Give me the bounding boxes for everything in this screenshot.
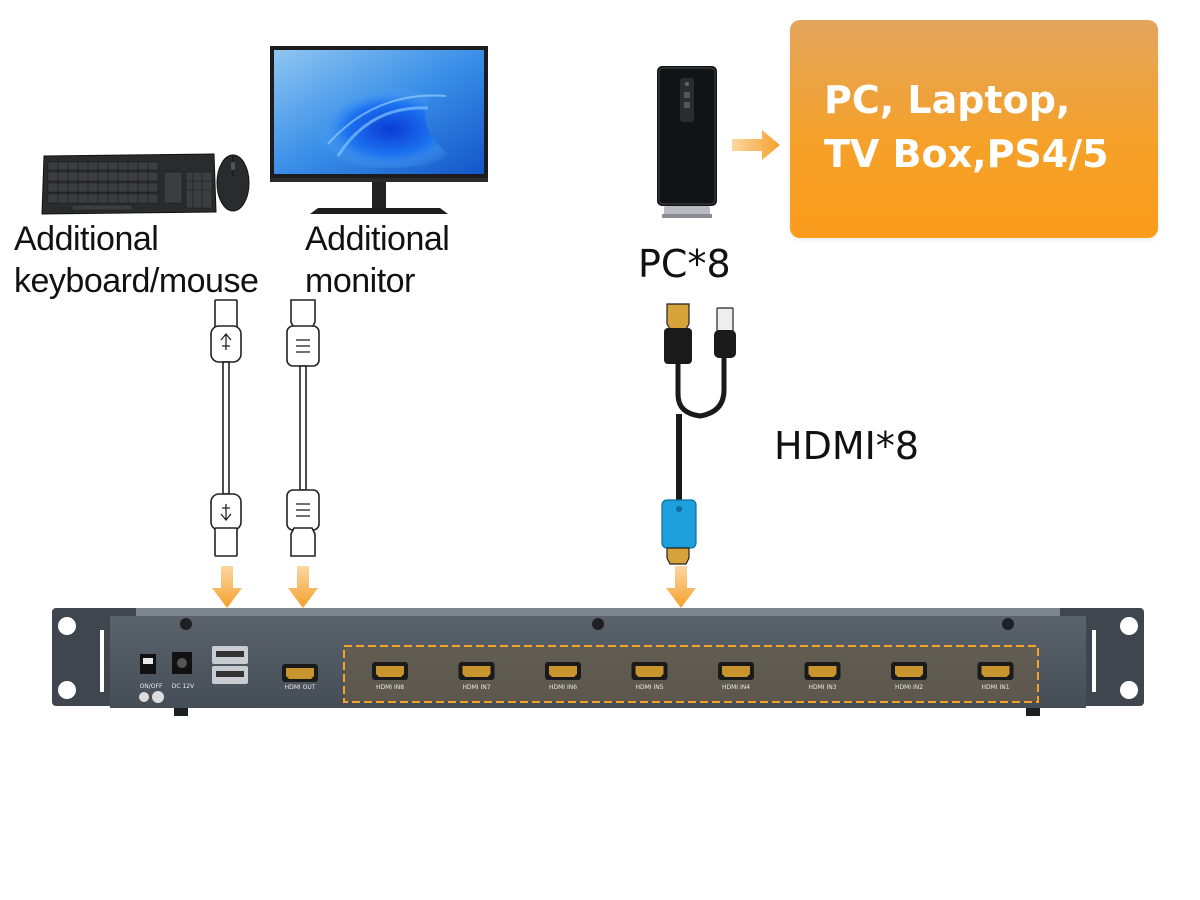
power-switch-label: ON/OFF: [139, 683, 163, 690]
hdmi-input-port: [891, 662, 927, 680]
hdmi-count-label: HDMI*8: [774, 424, 920, 468]
usb-plug-icon: [220, 332, 232, 522]
hdmi-input-label: HDMI IN4: [721, 684, 751, 691]
cable-diagram: [210, 299, 736, 608]
arrow-down-icon: [212, 566, 696, 608]
arrow-right-icon: [732, 130, 780, 160]
monitor-label-line1: Additional: [305, 220, 450, 258]
hdmi-input-port: [372, 662, 408, 680]
callout-line-1: PC, Laptop,: [824, 78, 1071, 122]
keyboard-mouse-label-line1: Additional: [14, 220, 159, 258]
mouse-icon: [216, 154, 250, 212]
keyboard-mouse-label: Additional keyboard/mouse: [14, 218, 259, 302]
hdmi-out-label: HDMI OUT: [284, 684, 316, 691]
hdmi-input-port: [718, 662, 754, 680]
monitor-icon: [270, 46, 488, 214]
hdmi-input-label: HDMI IN5: [635, 684, 664, 691]
hdmi-input-label: HDMI IN1: [981, 684, 1010, 691]
hdmi-input-label: HDMI IN3: [808, 684, 837, 691]
hdmi-input-label: HDMI IN8: [375, 684, 405, 691]
pc-tower-icon: [657, 66, 717, 218]
hdmi-plug-icon: [286, 299, 320, 557]
pc-count-label: PC*8: [638, 242, 731, 286]
hdmi-input-port: [458, 662, 495, 680]
callout-line-2: TV Box,PS4/5: [824, 132, 1109, 176]
monitor-label-line2: monitor: [305, 262, 415, 300]
kvm-switch-panel: [52, 608, 1144, 716]
hdmi-usb-y-cable: [661, 303, 736, 565]
dc-input-label: DC 12V: [171, 683, 195, 690]
device-callout: PC, Laptop, TV Box,PS4/5: [790, 20, 1158, 238]
hdmi-input-label: HDMI IN6: [548, 684, 578, 691]
hdmi-input-port: [977, 662, 1014, 680]
keyboard-icon: [41, 153, 217, 215]
hdmi-input-label: HDMI IN2: [894, 684, 924, 691]
hdmi-input-port: [631, 662, 668, 680]
hdmi-input-label: HDMI IN7: [462, 684, 491, 691]
hdmi-input-port: [804, 662, 841, 680]
monitor-label: Additional monitor: [305, 218, 450, 302]
hdmi-input-port: [545, 662, 581, 680]
keyboard-mouse-label-line2: keyboard/mouse: [14, 262, 259, 300]
hdmi-input-ports: [372, 662, 1014, 680]
